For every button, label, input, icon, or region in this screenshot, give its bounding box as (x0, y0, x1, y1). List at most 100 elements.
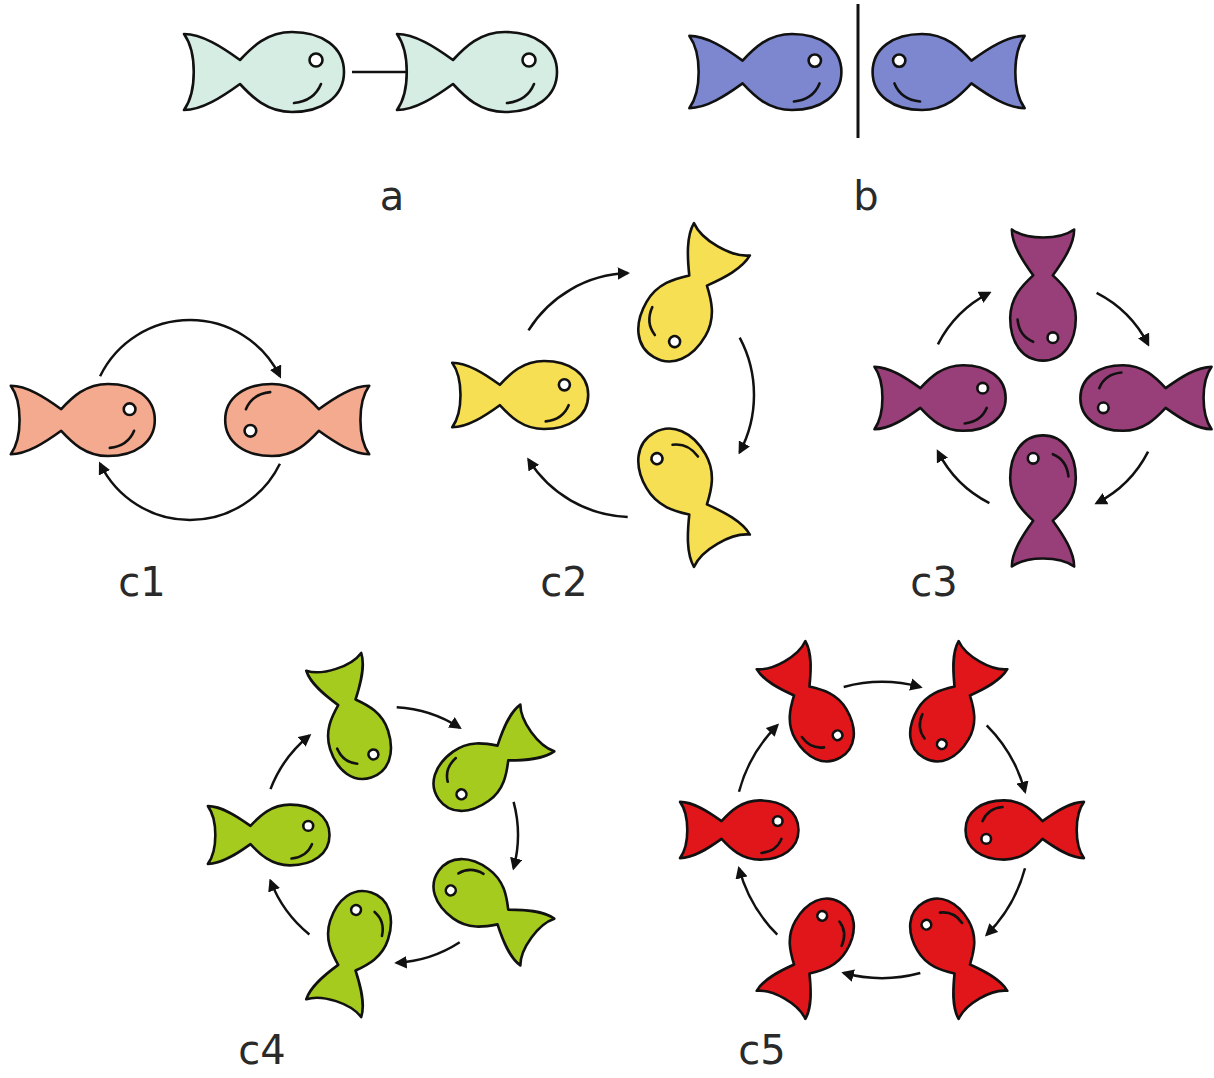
fish (421, 846, 555, 967)
fish-body (305, 883, 400, 1017)
panel-label: c3 (910, 562, 957, 602)
fish-mouth (337, 744, 357, 768)
fish-body (755, 888, 865, 1020)
fish-mouth (292, 844, 313, 858)
rotation-arrow (100, 320, 280, 376)
fish-mouth (761, 839, 781, 853)
fish-eye (1098, 403, 1109, 414)
panel-label: c4 (238, 1030, 285, 1070)
fish (624, 416, 751, 568)
fish-mouth (641, 307, 666, 335)
fish (898, 888, 1008, 1020)
fish-eye (559, 379, 570, 390)
fish-eye (1048, 332, 1059, 343)
fish-body (421, 846, 555, 967)
fish (305, 652, 400, 786)
rotation-arrow (987, 868, 1025, 934)
rotation-arrow (938, 293, 990, 345)
fish-eye (350, 904, 362, 916)
fish (1080, 365, 1211, 431)
fish (689, 34, 841, 110)
fish-mouth (894, 83, 920, 101)
mirror-line (857, 4, 860, 138)
fish (1010, 435, 1076, 566)
fish (966, 800, 1084, 859)
fish (898, 640, 1008, 772)
fish-body (680, 800, 798, 859)
fish-eye (523, 54, 536, 67)
fish-eye (935, 738, 948, 751)
rotation-arrow (1097, 452, 1149, 504)
fish-body (452, 361, 588, 429)
fish (184, 32, 344, 112)
fish-mouth (1053, 454, 1069, 476)
panel-label: b (853, 176, 878, 216)
fish-mouth (110, 431, 134, 448)
fish-eye (1028, 453, 1039, 464)
fish-mouth (794, 83, 820, 101)
fish-body (421, 703, 555, 824)
fish-mouth (802, 730, 824, 754)
fish-eye (367, 748, 379, 760)
fish-eye (809, 54, 821, 66)
rotation-arrow (844, 682, 921, 687)
fish-mouth (458, 862, 483, 886)
fish-body (755, 640, 865, 772)
fish-body (1010, 229, 1076, 360)
fish-mouth (1018, 320, 1034, 342)
fish-mouth (439, 758, 464, 782)
rotation-arrow (987, 725, 1025, 791)
fish (874, 365, 1005, 431)
fish-eye (773, 816, 783, 826)
rotation-arrow (529, 460, 628, 517)
rotation-arrow (397, 707, 460, 728)
fish-body (624, 222, 751, 374)
fish-mouth (912, 714, 934, 738)
fish-mouth (940, 906, 962, 930)
fish-eye (303, 821, 313, 831)
fish-body (689, 34, 841, 110)
fish-body (898, 640, 1008, 772)
fish-mouth (368, 912, 388, 936)
fish (397, 32, 557, 112)
fish-eye (444, 884, 458, 898)
rotation-arrow (844, 973, 921, 978)
fish-body (966, 800, 1084, 859)
rotation-arrow (739, 725, 777, 791)
rotation-arrow (740, 338, 754, 453)
fish-mouth (294, 84, 321, 103)
fish-body (11, 384, 155, 456)
rotation-arrow (938, 452, 990, 504)
rotation-arrow (514, 802, 518, 868)
fish-body (873, 34, 1025, 110)
fish-body (208, 805, 330, 866)
panel-label: c5 (738, 1030, 785, 1070)
fish (873, 34, 1025, 110)
fish-mouth (829, 922, 851, 946)
fish-eye (667, 334, 682, 349)
fish (624, 222, 751, 374)
fish-body (624, 416, 751, 568)
fish (421, 703, 555, 824)
fish-mouth (1099, 373, 1121, 389)
fish-body (184, 32, 344, 112)
fish-mouth (246, 392, 270, 409)
fish-eye (816, 909, 829, 922)
fish-mouth (507, 84, 534, 103)
fish-mouth (546, 405, 569, 421)
panel-label: a (380, 176, 405, 216)
rotation-arrow (1097, 293, 1149, 345)
panel-label: c1 (118, 562, 165, 602)
fish (755, 640, 865, 772)
fish-eye (920, 918, 933, 931)
fish (305, 883, 400, 1017)
fish-eye (831, 729, 844, 742)
fish (225, 384, 369, 456)
fish-body (225, 384, 369, 456)
fish-eye (649, 451, 664, 466)
fish-body (874, 365, 1005, 431)
fish (11, 384, 155, 456)
fish-body (397, 32, 557, 112)
